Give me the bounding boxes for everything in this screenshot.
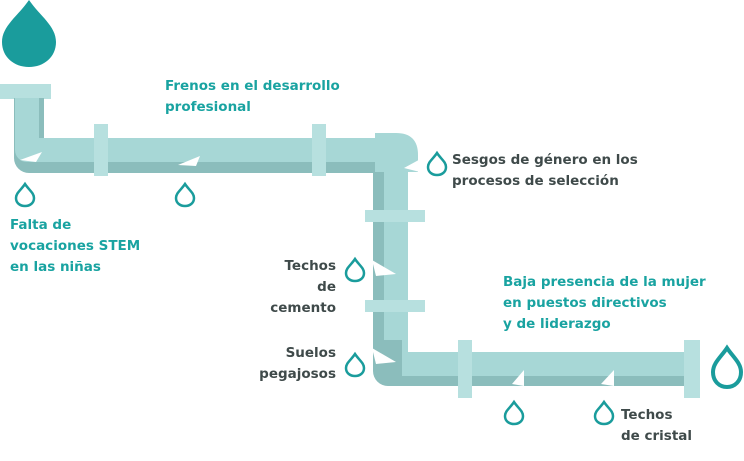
label-suelos-pegajosos: Suelos pegajosos: [259, 345, 336, 382]
label-falta-vocaciones: Falta de vocaciones STEM en las niñas: [10, 217, 141, 275]
water-drop-outline-icon: [503, 399, 525, 426]
water-drop-outline-icon: [593, 399, 615, 426]
label-sesgos-genero: Sesgos de género en los procesos de sele…: [452, 152, 638, 189]
pipe-joint: [312, 124, 326, 176]
water-drop-outline-icon: [344, 351, 366, 378]
pipe-crack: [601, 370, 614, 386]
pipe-crack: [20, 152, 42, 162]
water-drop-outline-icon: [344, 256, 366, 283]
pipe-joint: [458, 340, 472, 398]
pipe-inlet-cap: [0, 84, 51, 99]
outlet-water-drop-icon: [710, 344, 744, 390]
pipe-joint: [365, 210, 425, 222]
water-drop-outline-icon: [426, 150, 448, 177]
pipe-crack: [404, 156, 426, 172]
pipe-elbow-bottom: [374, 340, 402, 386]
pipe-crack: [178, 156, 200, 166]
label-techos-cristal: Techos de cristal: [621, 407, 693, 444]
label-techos-cemento: Techos de cemento: [270, 258, 336, 316]
big-water-drop-icon: [2, 0, 56, 67]
pipe-joint: [365, 300, 425, 312]
label-frenos-desarrollo: Frenos en el desarrollo profesional: [165, 78, 340, 115]
pipe-elbow-top: [375, 133, 418, 172]
pipe-joint: [94, 124, 108, 176]
pipe-crack: [372, 260, 396, 276]
pipe-crack: [372, 348, 396, 364]
pipe-crack: [512, 370, 524, 386]
label-baja-presencia: Baja presencia de la mujer en puestos di…: [503, 274, 706, 332]
water-drop-outline-icon: [174, 181, 196, 208]
water-drop-outline-icon: [14, 181, 36, 208]
pipe-outlet-cap: [684, 340, 700, 398]
